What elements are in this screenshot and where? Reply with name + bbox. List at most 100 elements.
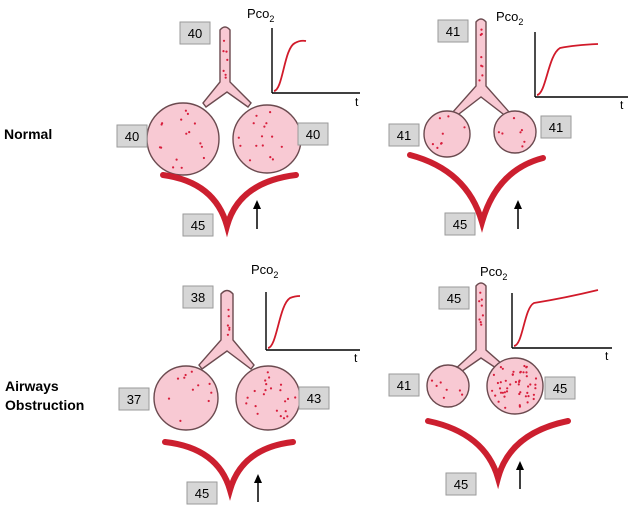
co2-dot [225, 50, 228, 53]
co2-dot [184, 109, 187, 112]
co2-dot [286, 415, 289, 418]
co2-dot [191, 388, 194, 391]
co2-dot [497, 400, 500, 403]
arrow-head [514, 200, 522, 209]
value-box-tracheal: 38 [182, 285, 214, 309]
co2-dot [226, 58, 229, 62]
co2-dot [269, 156, 272, 159]
co2-dot [222, 69, 225, 72]
co2-dot [237, 136, 240, 139]
co2-dot [523, 140, 526, 143]
time-axis-label: t [620, 98, 624, 112]
co2-dot [522, 371, 525, 374]
co2-dot [279, 383, 283, 386]
co2-dot [526, 401, 529, 404]
co2-dot [499, 366, 502, 369]
co2-dot [430, 379, 434, 382]
co2-dot [503, 395, 506, 398]
co2-dot [458, 389, 461, 392]
co2-dot [286, 397, 290, 400]
co2-dot [284, 400, 287, 403]
co2-dot [199, 142, 202, 145]
value-box-tracheal: 40 [179, 21, 211, 45]
co2-dot [436, 146, 439, 149]
co2-dot [525, 375, 528, 378]
co2-dot [266, 371, 269, 374]
co2-dot [499, 391, 503, 394]
co2-dot [222, 50, 225, 53]
co2-dot [261, 144, 264, 147]
co2-dot [185, 132, 188, 135]
co2-dot [208, 382, 211, 385]
left-alveolus [153, 365, 219, 431]
co2-dot [492, 373, 495, 376]
co2-dot [512, 117, 516, 120]
co2-dot [517, 383, 520, 386]
co2-dot [480, 28, 483, 31]
co2-dot [265, 122, 268, 125]
co2-dot [439, 381, 442, 384]
capillary-vessel [407, 152, 546, 233]
co2-dot [480, 298, 483, 301]
airway-tree [202, 26, 252, 108]
co2-dot [518, 380, 521, 383]
co2-dot [529, 383, 532, 386]
co2-dot [228, 326, 231, 329]
value-box-left-alveolus: 40 [116, 124, 148, 148]
co2-dot [210, 391, 213, 394]
pco2-title: Pco2 [480, 264, 507, 282]
co2-dot [176, 377, 180, 380]
co2-dot [284, 410, 287, 413]
co2-dot [262, 393, 265, 396]
co2-dot [269, 111, 272, 114]
co2-dot [506, 387, 509, 390]
panel-normal-a: t Pco2 40 40 40 45 [116, 6, 360, 238]
co2-dot [227, 315, 230, 318]
pco2-curve [267, 295, 301, 349]
co2-dot [186, 112, 189, 115]
time-axis-label: t [355, 95, 359, 109]
panel-obstruction-b: t Pco2 45 41 45 45 [388, 264, 612, 496]
arrow-head [254, 474, 262, 483]
co2-dot [481, 74, 484, 77]
co2-dot [224, 76, 227, 79]
svg-text:45: 45 [553, 381, 567, 396]
co2-dot [514, 380, 518, 384]
co2-dot [501, 391, 504, 394]
value-box-tracheal: 41 [437, 19, 469, 43]
co2-dot [494, 394, 497, 397]
co2-dot [207, 399, 210, 403]
co2-dot [255, 114, 258, 117]
value-box-capillary: 45 [186, 481, 218, 505]
co2-dot [480, 323, 483, 326]
co2-dot [193, 122, 196, 125]
co2-dot [265, 383, 268, 386]
co2-dot [509, 383, 512, 386]
co2-dot [200, 145, 203, 148]
co2-dot [525, 371, 528, 374]
co2-dot [480, 32, 483, 36]
co2-dot [478, 318, 481, 321]
co2-dot [255, 144, 258, 147]
right-alveolus [486, 357, 544, 415]
co2-dot [519, 371, 522, 374]
svg-text:40: 40 [125, 129, 139, 144]
svg-text:41: 41 [446, 24, 460, 39]
co2-dot [481, 314, 484, 317]
svg-text:37: 37 [127, 392, 141, 407]
pco2-title: Pco2 [251, 262, 278, 280]
left-alveolus [426, 364, 470, 408]
co2-dot [435, 384, 438, 387]
co2-dot [271, 135, 274, 138]
co2-dot [202, 156, 205, 160]
co2-dot [503, 391, 506, 394]
svg-text:41: 41 [549, 120, 563, 135]
right-alveolus [232, 104, 302, 174]
row-label-airways: Airways [5, 378, 59, 394]
co2-dot [188, 131, 191, 134]
co2-dot [512, 370, 515, 373]
co2-dot [224, 73, 227, 76]
co2-dot [183, 376, 186, 379]
svg-text:45: 45 [191, 218, 205, 233]
value-box-left-alveolus: 41 [388, 373, 420, 397]
